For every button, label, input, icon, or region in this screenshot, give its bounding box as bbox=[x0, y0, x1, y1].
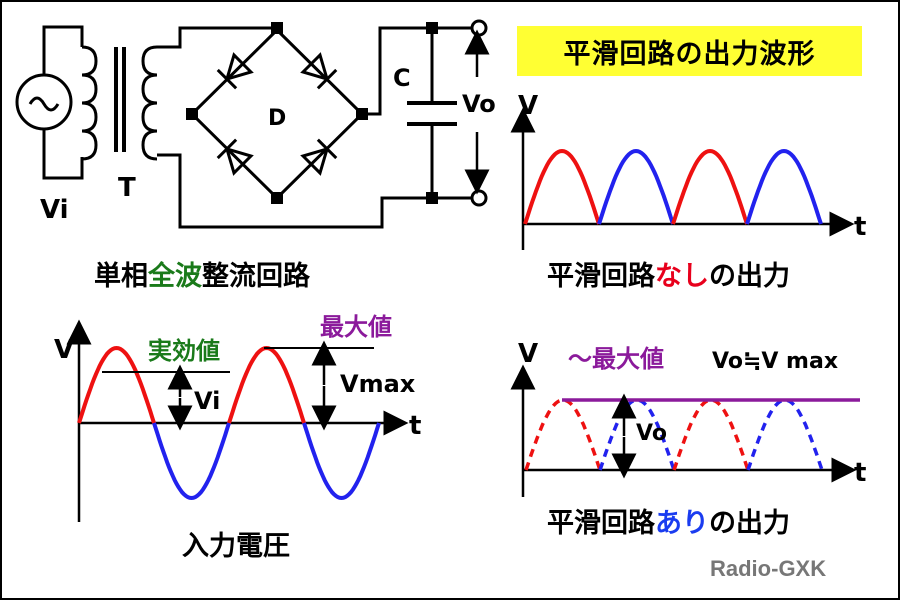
no-smoothing-chart: V t bbox=[510, 91, 866, 250]
caption-part: なし bbox=[655, 261, 709, 292]
caption-part: の出力 bbox=[709, 261, 790, 292]
diode-label: D bbox=[268, 106, 286, 131]
ws-v-label: V bbox=[518, 339, 538, 369]
ws-dashed-half-2 bbox=[598, 398, 676, 471]
ws-vo-label: Vo bbox=[636, 421, 667, 446]
effective-value-label: 実効値 bbox=[148, 337, 220, 365]
transformer-label: T bbox=[118, 173, 136, 203]
vo-relation-label: Vo≒V max bbox=[712, 349, 838, 374]
caption-part: 平滑回路 bbox=[547, 260, 656, 292]
ws-dashed-half-3 bbox=[672, 398, 750, 471]
iv-negative-half-2 bbox=[302, 422, 381, 501]
circuit-caption: 単相全波整流回路 bbox=[94, 260, 311, 292]
output-terminal-bottom bbox=[470, 189, 488, 207]
with-smoothing-chart: V t ～最大値 Vo≒V max Vo bbox=[510, 339, 866, 497]
approx-max-label: ～最大値 bbox=[568, 345, 664, 373]
iv-positive-half-1 bbox=[77, 345, 156, 424]
ns-t-label: t bbox=[854, 212, 866, 242]
output-terminal-top bbox=[470, 19, 488, 37]
input-voltage-caption: 入力電圧 bbox=[182, 531, 290, 562]
caption-part: あり bbox=[655, 508, 709, 539]
banner-title: 平滑回路の出力波形 bbox=[517, 26, 862, 76]
ns-half-wave-3 bbox=[671, 148, 749, 225]
caption-part: の出力 bbox=[709, 508, 790, 539]
caption-part: 単相 bbox=[94, 260, 148, 292]
credit-text: Radio-GXK bbox=[710, 556, 827, 581]
ns-half-wave-4 bbox=[745, 148, 823, 225]
ws-dashed-half-1 bbox=[524, 398, 602, 471]
ns-half-wave-2 bbox=[597, 148, 675, 225]
circuit-vi-label: Vi bbox=[40, 195, 69, 225]
iv-vmax-label: Vmax bbox=[340, 370, 416, 398]
with-smoothing-caption: 平滑回路ありの出力 bbox=[547, 507, 790, 539]
ws-dashed-half-4 bbox=[746, 398, 824, 471]
primary-coil-icon bbox=[80, 45, 98, 161]
ws-t-label: t bbox=[854, 458, 866, 488]
rectifier-circuit bbox=[15, 25, 472, 229]
capacitor-label: C bbox=[393, 64, 411, 92]
caption-part: 平滑回路 bbox=[547, 507, 656, 539]
caption-part: 全波 bbox=[147, 260, 203, 292]
secondary-coil-icon bbox=[141, 45, 158, 161]
sine-symbol-icon bbox=[28, 96, 60, 112]
iv-positive-half-2 bbox=[227, 345, 306, 424]
iv-vi-label: Vi bbox=[194, 387, 220, 415]
max-value-label: 最大値 bbox=[320, 313, 392, 341]
input-voltage-chart: V t 実効値 最大値 Vi Vmax bbox=[54, 313, 421, 522]
no-smoothing-caption: 平滑回路なしの出力 bbox=[547, 260, 790, 292]
junction-dots bbox=[186, 22, 438, 204]
caption-part: 整流回路 bbox=[202, 260, 311, 292]
circuit-vo-label: Vo bbox=[462, 90, 496, 118]
iv-negative-half-1 bbox=[152, 422, 231, 501]
ns-v-label: V bbox=[518, 91, 538, 121]
diodes bbox=[216, 52, 338, 176]
iv-t-label: t bbox=[409, 411, 421, 441]
ns-half-wave-1 bbox=[523, 148, 601, 225]
iv-v-label: V bbox=[54, 335, 74, 365]
